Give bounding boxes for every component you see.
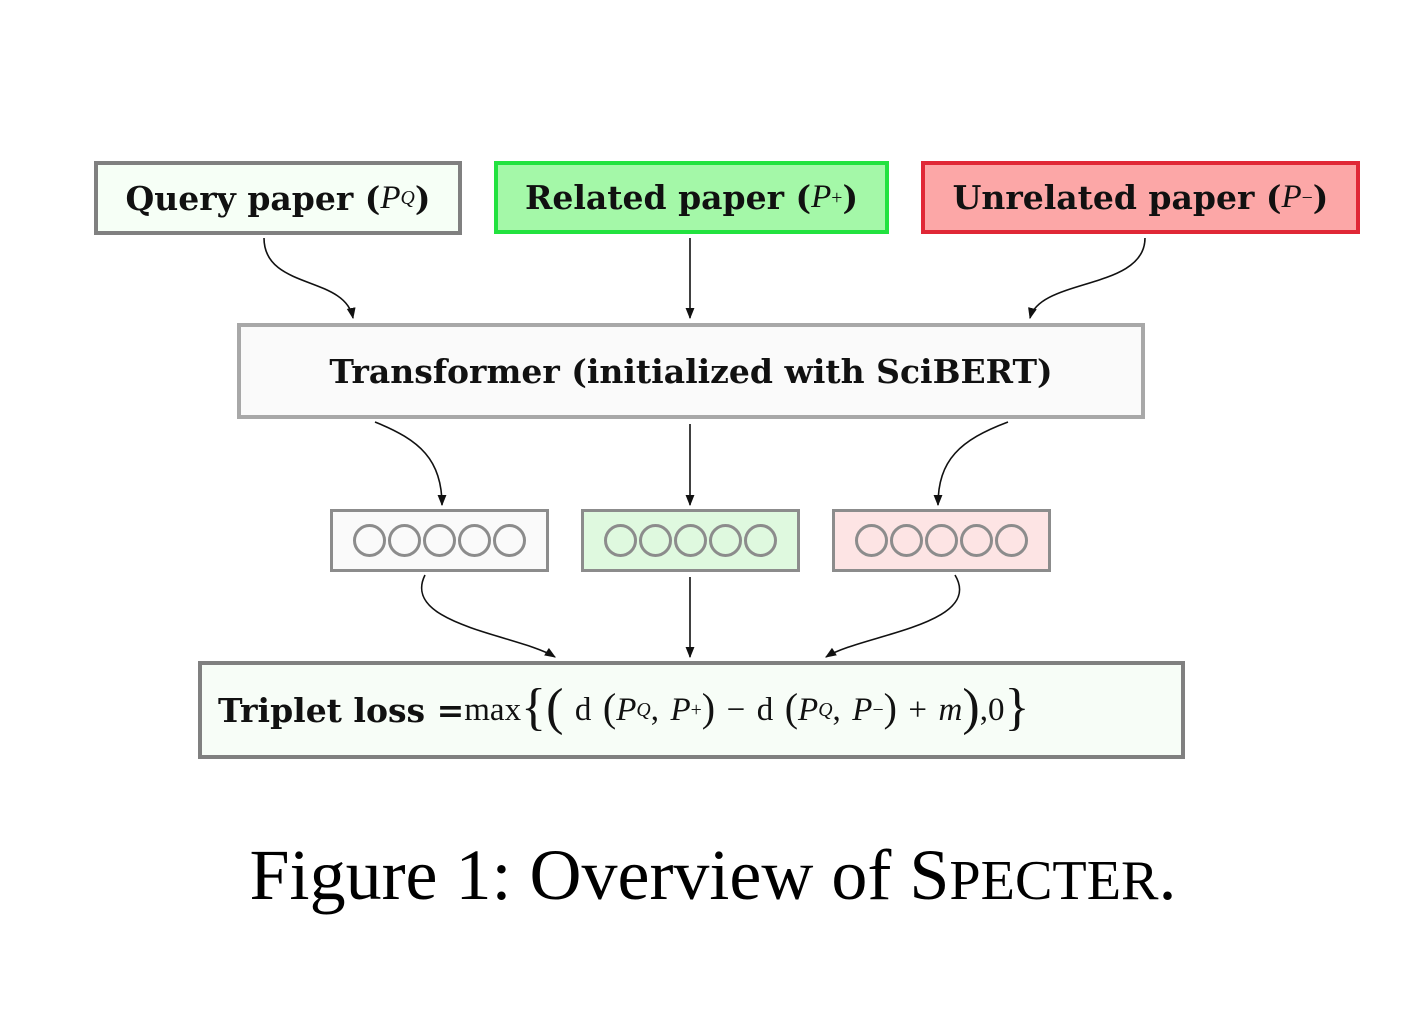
related-embedding bbox=[581, 509, 800, 572]
query-paper-label: Query paper bbox=[125, 178, 354, 218]
loss-label: Triplet loss = bbox=[218, 690, 465, 730]
loss-d2: d bbox=[756, 691, 774, 728]
loss-max: max bbox=[464, 691, 522, 728]
embedding-unit bbox=[744, 524, 777, 557]
arrow-unrelated-to-transformer bbox=[1028, 237, 1146, 320]
loss-p2: P bbox=[670, 691, 691, 728]
embedding-unit bbox=[709, 524, 742, 557]
unrelated-paper-box: Unrelated paper (P−) bbox=[921, 161, 1360, 234]
caption-suffix: . bbox=[1158, 835, 1177, 915]
arrow-emb-query-to-loss bbox=[421, 574, 556, 658]
paren-close-d1: ) bbox=[701, 685, 716, 730]
caption-name-initial: S bbox=[909, 835, 950, 915]
embedding-unit bbox=[890, 524, 923, 557]
paren-open-d2: ( bbox=[784, 685, 799, 730]
embedding-unit bbox=[493, 524, 526, 557]
related-paper-label: Related paper bbox=[524, 178, 784, 217]
arrow-transformer-to-emb-unrelated bbox=[933, 421, 1009, 507]
paren-open-d1: ( bbox=[602, 685, 617, 730]
loss-p3: P bbox=[798, 691, 819, 728]
unrelated-paper-label: Unrelated paper bbox=[952, 178, 1255, 217]
embedding-unit bbox=[458, 524, 491, 557]
unrelated-embedding bbox=[832, 509, 1051, 572]
loss-plus: + bbox=[908, 691, 928, 728]
related-paper-box: Related paper (P+) bbox=[494, 161, 889, 234]
query-embedding bbox=[330, 509, 549, 572]
loss-d1: d bbox=[574, 691, 592, 728]
loss-p4: P bbox=[852, 691, 873, 728]
paren-close-d2: ) bbox=[883, 685, 897, 730]
caption-prefix: Figure 1: Overview of bbox=[249, 835, 910, 915]
related-paper-symbol: P bbox=[811, 179, 832, 215]
transformer-label: Transformer (initialized with SciBERT) bbox=[329, 351, 1053, 391]
embedding-unit bbox=[388, 524, 421, 557]
brace-open: { bbox=[521, 679, 547, 736]
arrow-transformer-to-emb-query bbox=[374, 421, 447, 507]
unrelated-paper-symbol: P bbox=[1281, 179, 1302, 215]
caption-name-rest: PECTER bbox=[949, 850, 1159, 912]
loss-zero: 0 bbox=[987, 691, 1005, 728]
embedding-unit bbox=[855, 524, 888, 557]
embedding-unit bbox=[960, 524, 993, 557]
loss-minus: − bbox=[726, 691, 746, 728]
embedding-unit bbox=[995, 524, 1028, 557]
embedding-unit bbox=[423, 524, 456, 557]
brace-close: } bbox=[1004, 679, 1030, 736]
embedding-unit bbox=[353, 524, 386, 557]
loss-p1: P bbox=[616, 691, 637, 728]
embedding-unit bbox=[604, 524, 637, 557]
paren-open-outer: ( bbox=[546, 679, 564, 736]
paren-close-outer: ) bbox=[962, 679, 980, 736]
figure-caption: Figure 1: Overview of SPECTER. bbox=[0, 834, 1426, 917]
arrow-query-to-transformer bbox=[263, 237, 356, 320]
embedding-unit bbox=[674, 524, 707, 557]
embedding-unit bbox=[639, 524, 672, 557]
query-paper-symbol: P bbox=[380, 179, 401, 216]
loss-margin: m bbox=[938, 691, 963, 728]
embedding-unit bbox=[925, 524, 958, 557]
arrow-emb-unrelated-to-loss bbox=[825, 574, 961, 658]
transformer-box: Transformer (initialized with SciBERT) bbox=[237, 323, 1145, 419]
